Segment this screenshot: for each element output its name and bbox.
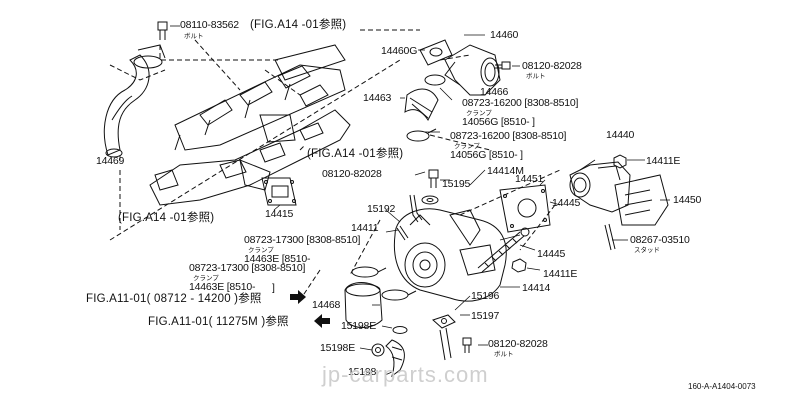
clamp-08723-16200-b-label: 08723-16200 [8308-8510] [450,130,567,142]
part-14056g-b-label: 14056G [8510- ] [450,149,523,161]
bolt-08120-upper-shape [495,61,511,70]
watermark-text: jp-carparts.com [322,362,489,387]
part-14445-b-label: 14445 [537,248,566,260]
nut-14411e-lower-shape [511,258,527,273]
part-14415-label: 14415 [265,208,294,220]
actuator-rod-14414-shape [477,227,530,273]
part-14466-label: 14466 [480,86,509,98]
part-15198e-b-label: 15198E [320,342,356,354]
part-14440-label: 14440 [606,129,635,141]
bolt-08267-03510-label: 08267-03510 [630,234,690,246]
clamp-a-jp-label: クランプ [466,110,492,117]
gasket-15195-shape [421,195,439,205]
upper-exhaust-manifold-shape [174,44,346,151]
clamp-c-jp-label: クランプ [248,247,274,254]
part-14411-label: 14411 [351,222,379,234]
nut-14411e-upper-shape [613,154,627,169]
lower-exhaust-manifold-shape [149,109,351,206]
fig-a14-ref-2: (FIG.A14 -01参照) [307,148,404,160]
heat-shield-14450-shape [614,174,669,226]
part-14460-label: 14460 [490,29,519,41]
bolt-08120-middle-shape [428,169,439,188]
gasket-14415-shape [261,177,297,206]
part-15197-label: 15197 [471,310,500,322]
part-14411e-upper-label: 14411E [646,155,681,167]
part-14451-label: 14451 [515,173,544,185]
outlet-elbow-14460-shape [444,44,501,96]
leader-lines [119,25,670,376]
dashed-reference-lines [109,29,561,301]
part-14460g-label: 14460G [381,45,418,57]
gasket-15198e-shapes [371,326,408,357]
oil-pipe-15192-shape [409,194,423,223]
part-14450-label: 14450 [673,194,702,206]
turbocharger-shape [393,208,507,302]
hose-14463-shape [404,88,439,121]
bolt-08120-82028-middle-label: 08120-82028 [322,168,382,180]
bolt-08110-83562-label: 08110-83562 [180,19,239,31]
bolt-08120-upper-jp-label: ボルト [526,73,546,80]
fig-a14-ref-1: (FIG.A14 -01参照) [250,19,347,31]
clamp-bracket-close: ] [272,282,275,294]
part-14463e-a-label: 14463E [8510- [244,253,311,265]
fig-a11-ref-1[interactable]: FIG.A11-01( 08712 - 14200 )参照 [86,293,262,305]
bolt-08120-82028-upper-label: 08120-82028 [522,60,582,72]
gasket-14460g-shape [419,39,453,66]
bolt-08110-jp-label: ボルト [184,33,204,40]
part-14414m-label: 14414M [487,165,524,177]
stud-14411-shape [396,225,409,241]
pipe-14469-shape [103,44,166,158]
clamp-08723-17300-b-label: 08723-17300 [8308-8510] [189,262,306,274]
arrow-right-icon [290,290,306,304]
part-14056g-a-label: 14056G [8510- ] [462,116,535,128]
fig-a11-ref-2[interactable]: FIG.A11-01( 11275M )参照 [148,316,289,328]
part-15195-label: 15195 [442,178,471,190]
part-14463e-b-label: 14463E [8510- [189,281,256,293]
part-15198e-a-label: 15198E [341,320,377,332]
part-14463-label: 14463 [363,92,392,104]
part-15198-label: 15198 [348,366,377,378]
part-14445-a-label: 14445 [552,197,581,209]
stud-08267-shape [604,223,616,251]
clamp-d-jp-label: クランプ [193,275,219,282]
hose-15198-shape [385,339,405,378]
bolt-08110-shape [157,21,168,40]
bolt-08120-lower-jp-label: ボルト [494,351,514,358]
diagram-code: 160-A-A1404-0073 [688,382,756,391]
bolt-08120-lower-shape [462,337,472,353]
stud-08267-jp-label: スタッド [634,247,660,254]
part-14468-label: 14468 [312,299,341,311]
part-15192-label: 15192 [367,203,396,215]
part-14414-label: 14414 [522,282,551,294]
hose-14468-shape [344,282,383,328]
clamp-08723-17300-a-label: 08723-17300 [8308-8510] [244,234,361,246]
arrow-left-icon [314,314,330,328]
bolt-08120-82028-lower-label: 08120-82028 [488,338,548,350]
drain-gasket-15196-shape [432,314,456,329]
part-14469-label: 14469 [96,155,125,167]
gasket-14451-shape [499,184,551,233]
part-14411e-lower-label: 14411E [543,268,578,280]
part-15196-label: 15196 [471,290,500,302]
drain-pipe-15197-shape [439,327,452,361]
clamp-lower-shapes [351,266,417,301]
fig-a14-ref-3: (FIG.A14 -01参照) [118,212,215,224]
clamp-08723-16200-a-label: 08723-16200 [8308-8510] [462,97,579,109]
clamp-b-jp-label: クランプ [454,143,480,150]
